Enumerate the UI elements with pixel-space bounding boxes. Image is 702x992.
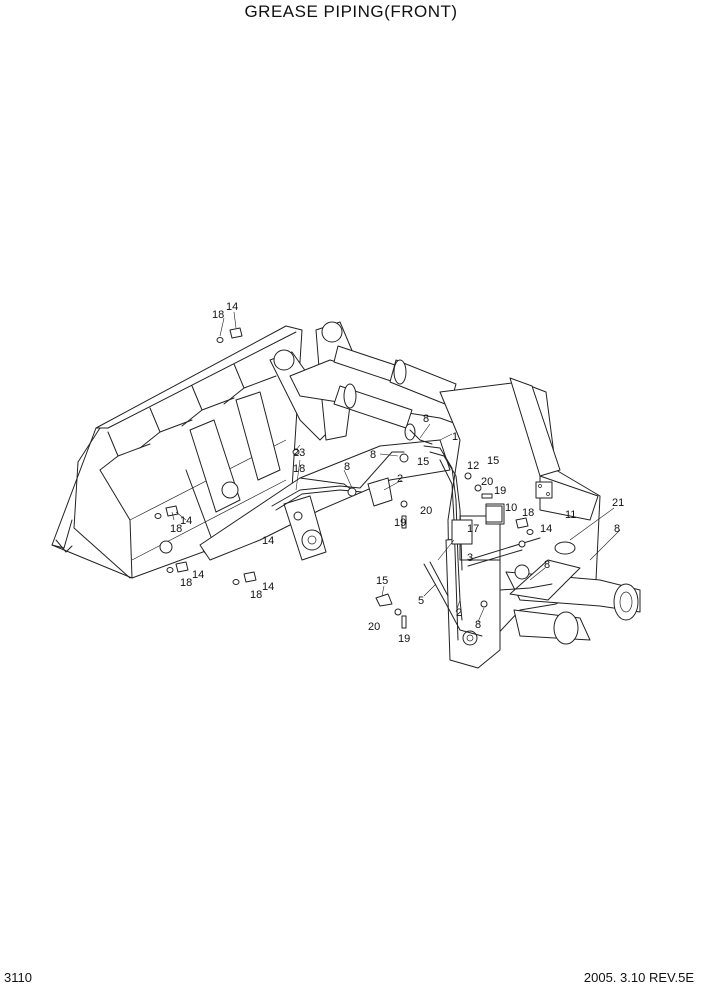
callout-8: 8 — [344, 461, 350, 473]
callout-8: 8 — [423, 413, 429, 425]
callout-14: 14 — [262, 535, 274, 547]
callout-14: 14 — [540, 523, 552, 535]
callout-2: 2 — [397, 473, 403, 485]
callout-1: 1 — [452, 431, 458, 443]
callout-20: 20 — [481, 476, 493, 488]
callout-15: 15 — [417, 456, 429, 468]
callout-19: 19 — [394, 517, 406, 529]
callout-18: 18 — [170, 523, 182, 535]
callout-14: 14 — [262, 581, 274, 593]
callout-20: 20 — [420, 505, 432, 517]
callout-18: 18 — [293, 463, 305, 475]
bucket-linkage — [159, 391, 281, 556]
page-number: 3110 — [4, 970, 32, 985]
callout-20: 20 — [368, 621, 380, 633]
callout-19: 19 — [398, 633, 410, 645]
callout-23: 23 — [293, 447, 305, 459]
callout-labels: 18 14 8 1 23 8 8 15 15 12 2 20 19 14 18 … — [170, 301, 624, 645]
callout-3: 3 — [467, 552, 473, 564]
leader-lines — [171, 311, 621, 623]
callout-19: 19 — [494, 485, 506, 497]
callout-14: 14 — [180, 515, 192, 527]
grease-nipples — [154, 327, 534, 629]
callout-2: 2 — [456, 607, 462, 619]
callout-17: 17 — [467, 523, 479, 535]
callout-18: 18 — [522, 507, 534, 519]
grease-piping — [271, 429, 553, 641]
callout-8: 8 — [370, 449, 376, 461]
callout-8: 8 — [614, 523, 620, 535]
callout-15: 15 — [487, 455, 499, 467]
callout-8: 8 — [475, 619, 481, 631]
callout-18: 18 — [212, 309, 224, 321]
callout-15: 15 — [376, 575, 388, 587]
callout-18: 18 — [180, 577, 192, 589]
callout-21: 21 — [612, 497, 624, 509]
axle-assembly — [505, 559, 641, 645]
callout-10: 10 — [505, 502, 517, 514]
page-title: GREASE PIPING(FRONT) — [244, 2, 458, 21]
revision-label: 2005. 3.10 REV.5E — [583, 970, 694, 985]
callout-12: 12 — [467, 460, 479, 472]
callout-14: 14 — [226, 301, 238, 313]
callout-14: 14 — [192, 569, 204, 581]
callout-8: 8 — [544, 559, 550, 571]
callout-5: 5 — [418, 595, 424, 607]
callout-11: 11 — [565, 509, 576, 521]
callout-18: 18 — [250, 589, 262, 601]
